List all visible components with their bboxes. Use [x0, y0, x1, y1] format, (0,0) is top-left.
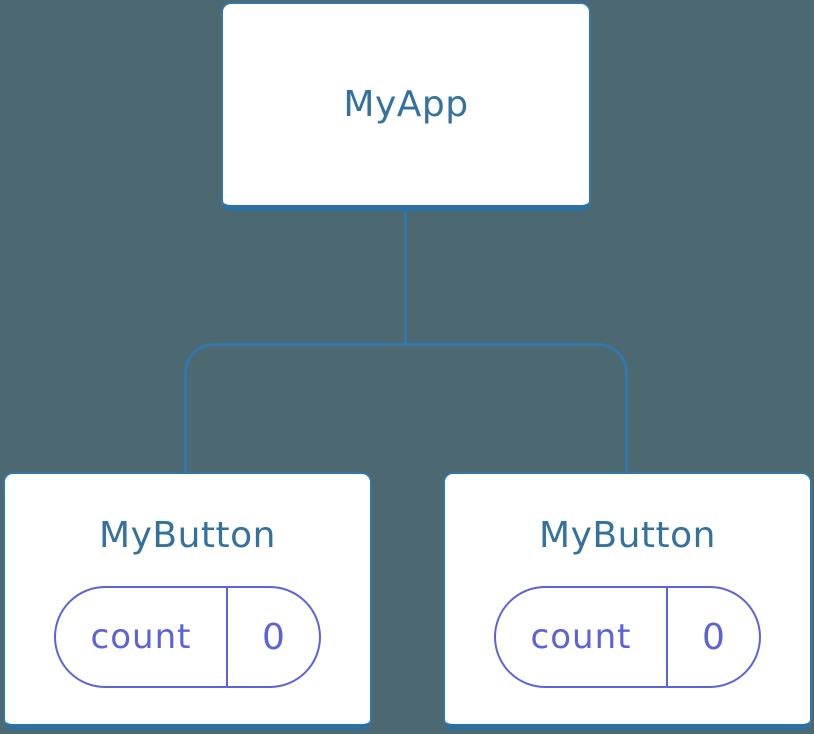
- tree-node-mybutton-left: MyButton count 0: [3, 472, 372, 730]
- connector-stem: [404, 211, 407, 345]
- tree-node-myapp: MyApp: [221, 2, 591, 211]
- connector-bracket: [184, 343, 628, 472]
- state-name-right: count: [496, 588, 668, 686]
- state-pill-right: count 0: [494, 586, 761, 688]
- state-value-right: 0: [702, 616, 725, 658]
- tree-node-mybutton-right: MyButton count 0: [443, 472, 812, 730]
- node-title-mybutton-right: MyButton: [539, 515, 716, 556]
- node-title-mybutton-left: MyButton: [99, 515, 276, 556]
- node-title-myapp: MyApp: [343, 84, 469, 125]
- state-pill-left: count 0: [54, 586, 321, 688]
- state-name-left: count: [56, 588, 228, 686]
- state-value-left: 0: [262, 616, 285, 658]
